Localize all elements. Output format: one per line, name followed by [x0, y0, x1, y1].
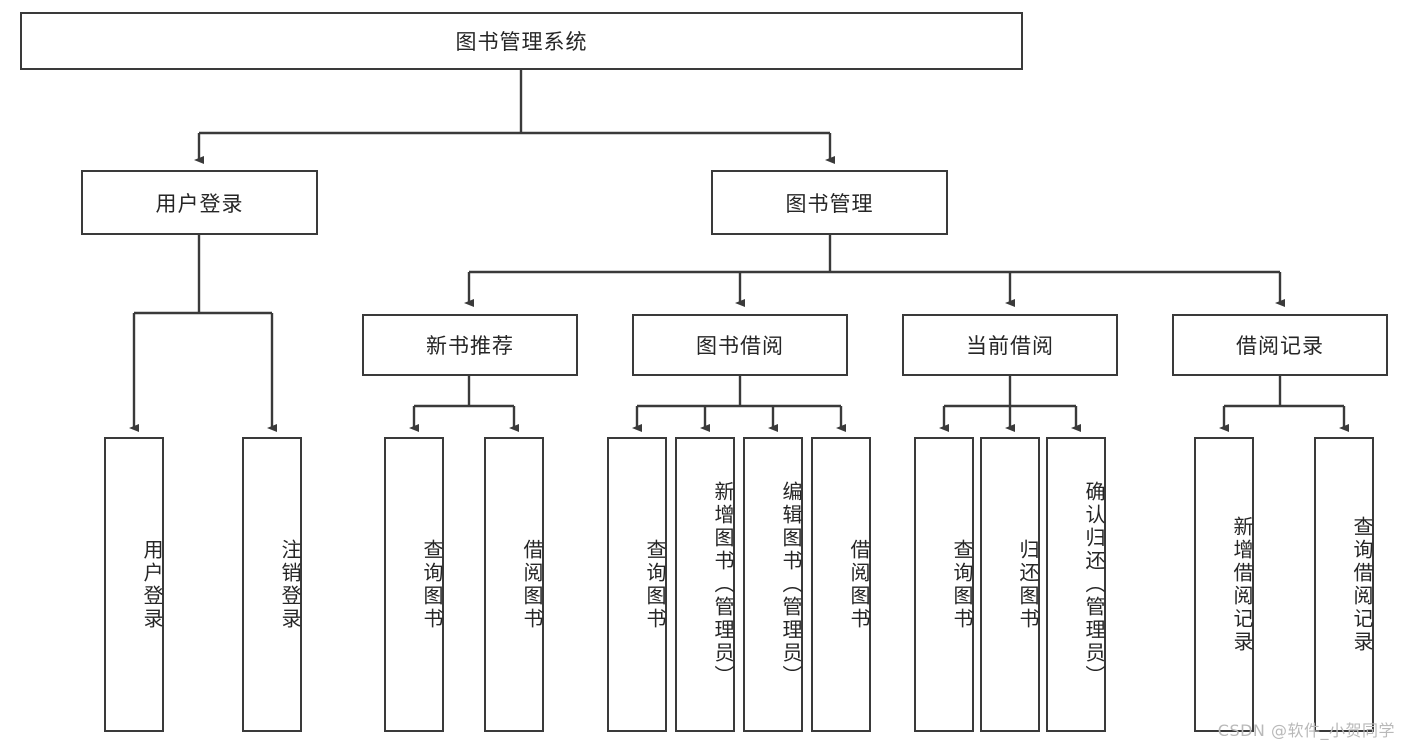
node-label: 归还图书	[1016, 538, 1040, 631]
node-label: 用户登录	[140, 538, 164, 631]
csdn-watermark: CSDN @软件_小贺同学	[1217, 721, 1395, 740]
node-label: 借阅图书	[520, 538, 544, 631]
node-label: 新书推荐	[426, 334, 514, 358]
node-label: 查询图书	[643, 538, 667, 631]
leaf-recommend-query-book[interactable]: 查询图书	[384, 437, 444, 732]
leaf-borrow-query-book[interactable]: 查询图书	[607, 437, 667, 732]
leaf-record-query-record[interactable]: 查询借阅记录	[1314, 437, 1374, 732]
leaf-borrow-add-book-admin[interactable]: 新增图书（管理员）	[675, 437, 735, 732]
node-label: 当前借阅	[966, 334, 1054, 358]
node-label: 借阅记录	[1236, 334, 1324, 358]
node-label: 借阅图书	[847, 538, 871, 631]
node-label: 确认归还（管理员）	[1082, 481, 1106, 688]
leaf-record-add-record[interactable]: 新增借阅记录	[1194, 437, 1254, 732]
leaf-user-login-signout[interactable]: 注销登录	[242, 437, 302, 732]
node-root-system[interactable]: 图书管理系统	[20, 12, 1023, 70]
leaf-current-query-book[interactable]: 查询图书	[914, 437, 974, 732]
node-label: 新增图书（管理员）	[711, 481, 735, 688]
node-label: 用户登录	[155, 191, 244, 216]
node-user-login[interactable]: 用户登录	[81, 170, 318, 235]
leaf-current-return-book[interactable]: 归还图书	[980, 437, 1040, 732]
node-label: 图书管理	[785, 191, 874, 216]
node-current-borrow[interactable]: 当前借阅	[902, 314, 1118, 376]
node-label: 查询图书	[950, 538, 974, 631]
leaf-current-confirm-return-admin[interactable]: 确认归还（管理员）	[1046, 437, 1106, 732]
leaf-borrow-borrow-book[interactable]: 借阅图书	[811, 437, 871, 732]
node-label: 查询图书	[420, 538, 444, 631]
node-new-book-recommend[interactable]: 新书推荐	[362, 314, 578, 376]
node-borrow-record[interactable]: 借阅记录	[1172, 314, 1388, 376]
node-label: 查询借阅记录	[1350, 515, 1374, 654]
leaf-borrow-edit-book-admin[interactable]: 编辑图书（管理员）	[743, 437, 803, 732]
node-label: 新增借阅记录	[1230, 515, 1254, 654]
leaf-recommend-borrow-book[interactable]: 借阅图书	[484, 437, 544, 732]
node-label: 图书借阅	[696, 334, 784, 358]
leaf-user-login-signin[interactable]: 用户登录	[104, 437, 164, 732]
node-label: 编辑图书（管理员）	[779, 481, 803, 688]
node-label: 图书管理系统	[455, 30, 588, 54]
node-book-management[interactable]: 图书管理	[711, 170, 948, 235]
node-label: 注销登录	[278, 538, 302, 631]
node-book-borrow[interactable]: 图书借阅	[632, 314, 848, 376]
